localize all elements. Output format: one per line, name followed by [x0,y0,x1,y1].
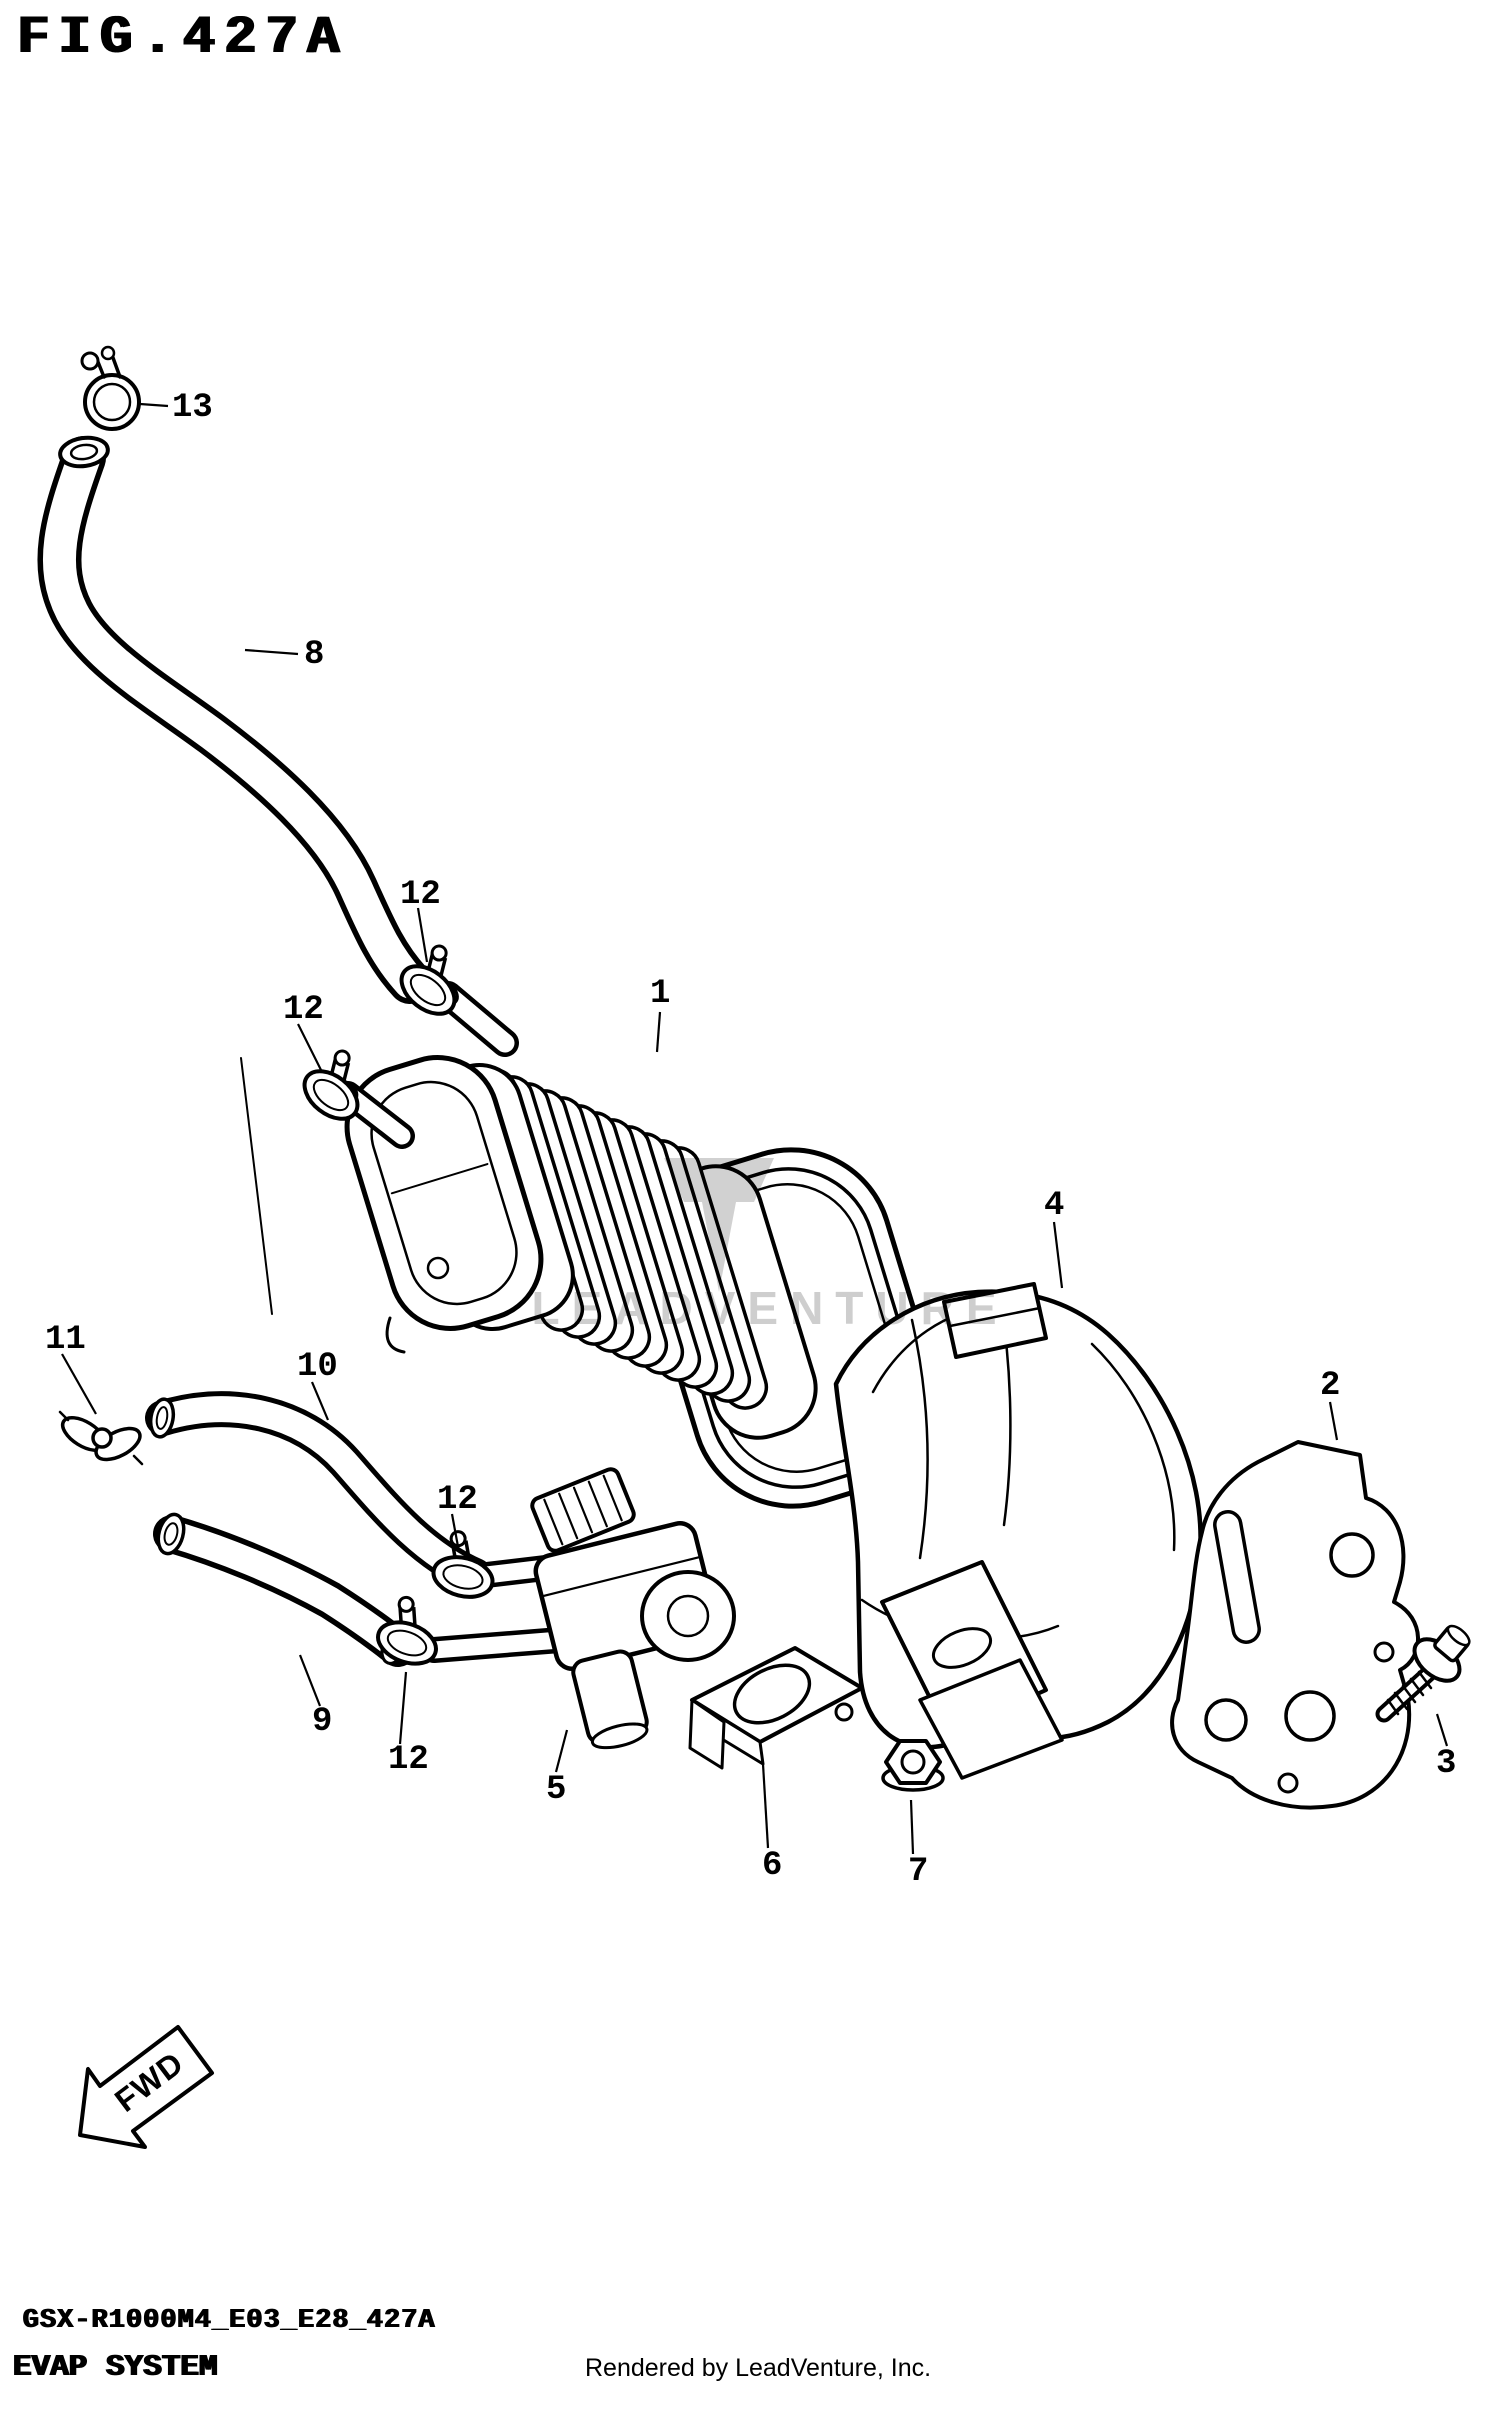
part-3-bolt [1375,1624,1471,1723]
callout-11: 11 [45,1321,86,1359]
callout-9: 9 [312,1703,332,1741]
part-5-purge-valve [421,1467,736,1750]
leadventure-logo [664,1158,774,1292]
callout-4: 4 [1044,1187,1064,1225]
callout-3: 3 [1436,1745,1456,1783]
callout-12d: 12 [388,1741,429,1779]
footer-part-code: GSX-R1000M4_E03_E28_427A [22,2306,435,2336]
callout-7: 7 [908,1853,928,1891]
fwd-arrow: FWD [78,2025,214,2149]
part-9-hose [153,1512,417,1667]
callout-12a: 12 [400,876,441,914]
callout-leader-lines [61,402,1449,1855]
watermark: LEADVENTURE [531,1158,1008,1334]
part-10-hose [145,1391,493,1594]
watermark-text: LEADVENTURE [531,1282,1008,1334]
part-6-valve-bracket [688,1646,864,1770]
callout-8: 8 [304,636,324,674]
part-8-hose [37,435,432,1004]
part-2-mount-bracket [1170,1440,1420,1810]
part-7-flange-nut [881,1739,945,1792]
callout-1: 1 [650,975,670,1013]
part-11-spring-clip [58,1410,144,1466]
part-1-canister [344,1055,938,1509]
part-13-clamp [80,345,141,431]
callout-2: 2 [1320,1367,1340,1405]
callout-6: 6 [762,1847,782,1885]
reference-line [240,1057,273,1315]
callout-12c: 12 [437,1481,478,1519]
footer-system-name: EVAP SYSTEM [12,2350,217,2385]
part-4-cover-bracket [833,1282,1203,1780]
callout-13: 13 [172,389,213,427]
callout-labels: 13 8 12 12 1 4 2 3 11 10 12 9 12 5 6 7 [45,389,1456,1891]
footer-rendered-by: Rendered by LeadVenture, Inc. [585,2354,932,2382]
callout-12b: 12 [283,991,324,1029]
figure-title: FIG.427A [16,8,348,69]
callout-5: 5 [546,1771,566,1809]
callout-10: 10 [297,1348,338,1386]
